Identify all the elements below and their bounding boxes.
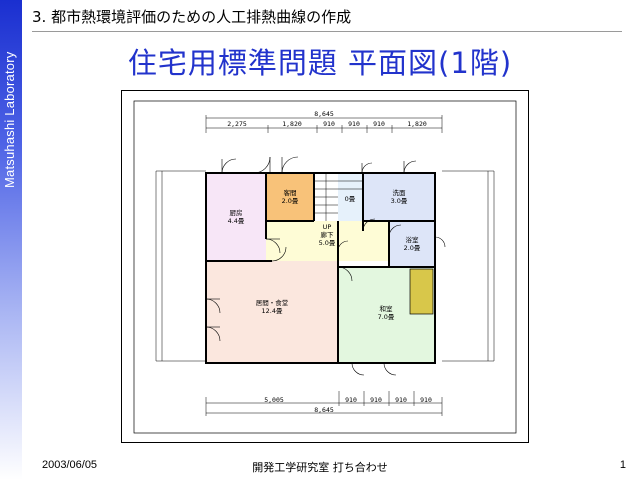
room-label: 厨房: [230, 208, 243, 217]
door-swings: [205, 156, 446, 376]
footer-date: 2003/06/05: [42, 459, 98, 471]
bottom-dimension: 910: [395, 396, 407, 404]
room-area: 5.0畳: [319, 239, 336, 247]
room-washroom: [363, 173, 435, 221]
room-area: 3.0畳: [391, 197, 408, 205]
eaves-outline: [155, 170, 495, 362]
room-guest: [266, 173, 314, 221]
room-bath: [389, 221, 435, 267]
walls: [205, 172, 436, 364]
top-total-dimension: 8,645: [314, 110, 334, 118]
top-dimension: 910: [373, 120, 385, 128]
lab-name: Matsuhashi Laboratory: [2, 51, 17, 188]
top-dimension: 1,820: [407, 120, 427, 128]
room-kitchen: [206, 173, 266, 261]
site-boundary: [133, 100, 517, 434]
bottom-dimension: 910: [420, 396, 432, 404]
room-area: 12.4畳: [262, 307, 283, 315]
sidebar-band: Matsuhashi Laboratory: [0, 0, 22, 480]
room-label: 和室: [380, 304, 394, 313]
footer-meeting: 開発工学研究室 打ち合わせ: [252, 461, 388, 474]
page-number: 1: [619, 459, 626, 471]
room-label: 居間・食堂: [256, 298, 289, 307]
floor-plan-frame: 8,645 2,275 1,820 910 910 910 1,820 5,00…: [121, 90, 529, 443]
bottom-dimension: 910: [370, 396, 382, 404]
slide-title: 住宅用標準問題 平面図(1階): [127, 46, 513, 80]
room-label: 洗面: [393, 188, 407, 197]
bottom-dimension: 910: [345, 396, 357, 404]
room-area: 7.0畳: [378, 313, 395, 321]
top-dimension: 910: [348, 120, 360, 128]
room-area: 2.0畳: [282, 197, 299, 205]
tokonoma: [409, 268, 434, 315]
bottom-dimension: 5,005: [264, 396, 284, 404]
room-area: 4.4畳: [228, 217, 245, 225]
room-hallway: [266, 221, 389, 261]
room-label: 0畳: [345, 195, 356, 203]
room-living-dining: [206, 261, 338, 363]
top-dimension: 910: [323, 120, 335, 128]
room-label: UP: [323, 223, 332, 231]
floor-plan: 8,645 2,275 1,820 910 910 910 1,820 5,00…: [133, 100, 517, 434]
top-dimension: 1,820: [282, 120, 302, 128]
section-heading: 3. 都市熱環境評価のための人工排熱曲線の作成: [32, 6, 622, 32]
room-label: 浴室: [406, 235, 420, 244]
top-dimension: 2,275: [227, 120, 247, 128]
room-area: 2.0畳: [404, 244, 421, 252]
bottom-total-dimension: 8,645: [314, 406, 334, 414]
room-label: 廊下: [321, 230, 335, 239]
stair-treads: [314, 173, 363, 221]
room-label: 客間: [284, 188, 297, 197]
